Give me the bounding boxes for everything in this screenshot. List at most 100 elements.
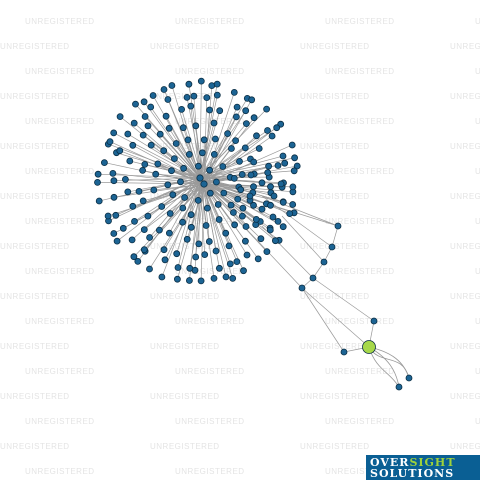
entity-node[interactable] [216,107,224,115]
entity-node[interactable] [227,201,235,209]
entity-node[interactable] [220,189,228,197]
entity-node[interactable] [219,163,227,170]
entity-node[interactable] [139,197,147,205]
entity-node[interactable] [289,201,297,208]
entity-node[interactable] [247,171,255,179]
entity-node[interactable] [198,149,206,157]
entity-node[interactable] [173,250,181,258]
entity-node[interactable] [122,175,129,183]
entity-node[interactable] [241,144,249,152]
entity-node[interactable] [179,204,187,212]
entity-node[interactable] [140,226,148,234]
entity-node[interactable] [202,222,210,229]
entity-node[interactable] [264,169,272,177]
entity-node[interactable] [230,89,238,96]
entity-node[interactable] [274,217,282,225]
entity-node[interactable] [194,162,202,170]
entity-node[interactable] [155,226,163,234]
entity-node[interactable] [187,223,195,231]
entity-node[interactable] [110,129,118,137]
entity-node[interactable] [291,154,299,162]
entity-node[interactable] [152,170,160,178]
entity-node[interactable] [141,113,149,120]
entity-node[interactable] [183,94,191,101]
entity-node[interactable] [185,80,193,88]
entity-node[interactable] [246,192,254,200]
entity-node[interactable] [230,174,238,182]
entity-node[interactable] [190,92,198,100]
entity-node[interactable] [286,210,294,218]
entity-node[interactable] [215,216,223,223]
entity-node[interactable] [149,92,157,99]
entity-node[interactable] [242,120,250,127]
entity-node[interactable] [279,223,287,231]
entity-node[interactable] [227,145,235,152]
entity-node[interactable] [263,248,271,256]
entity-node[interactable] [233,258,241,266]
entity-node[interactable] [119,224,127,232]
entity-node[interactable] [140,246,148,254]
chain-node[interactable] [320,258,328,266]
entity-node[interactable] [250,158,258,166]
chain-node[interactable] [298,284,306,292]
entity-node[interactable] [187,102,195,110]
entity-node[interactable] [250,114,258,122]
entity-node[interactable] [124,188,132,196]
entity-node[interactable] [135,187,143,195]
entity-node[interactable] [241,237,249,245]
entity-node[interactable] [113,237,121,245]
chain-node[interactable] [328,243,336,251]
entity-node[interactable] [158,203,166,210]
entity-node[interactable] [146,265,153,273]
entity-node[interactable] [162,112,170,120]
entity-node[interactable] [206,106,214,114]
entity-node[interactable] [124,130,132,138]
entity-node[interactable] [277,180,285,188]
entity-node[interactable] [179,218,187,226]
entity-node[interactable] [264,127,271,134]
entity-node[interactable] [130,119,138,127]
entity-node[interactable] [101,159,108,167]
entity-node[interactable] [231,221,239,229]
entity-node[interactable] [161,256,169,264]
entity-node[interactable] [222,229,230,237]
entity-node[interactable] [116,113,124,120]
entity-node[interactable] [266,226,274,234]
entity-node[interactable] [165,229,173,237]
entity-node[interactable] [211,135,219,143]
entity-node[interactable] [210,150,218,158]
entity-node[interactable] [234,195,242,203]
entity-node[interactable] [154,160,162,168]
entity-node[interactable] [250,183,257,191]
entity-node[interactable] [166,210,174,217]
entity-node[interactable] [109,169,117,177]
entity-node[interactable] [267,183,274,191]
entity-node[interactable] [239,204,247,212]
entity-node[interactable] [146,234,154,241]
entity-node[interactable] [158,273,166,281]
entity-node[interactable] [225,242,233,250]
entity-node[interactable] [130,253,138,261]
entity-node[interactable] [265,162,273,170]
entity-node[interactable] [186,264,194,272]
entity-node[interactable] [141,160,149,168]
entity-node[interactable] [140,98,148,106]
entity-node[interactable] [126,157,134,165]
entity-node[interactable] [112,211,120,219]
entity-node[interactable] [293,162,301,170]
entity-node[interactable] [238,171,246,178]
entity-node[interactable] [288,141,296,149]
entity-node[interactable] [213,80,221,88]
entity-node[interactable] [192,122,200,130]
entity-node[interactable] [187,211,195,219]
entity-node[interactable] [240,267,247,275]
entity-node[interactable] [183,235,191,243]
entity-node[interactable] [229,274,237,282]
entity-node[interactable] [131,217,138,225]
hub-node[interactable] [196,174,204,182]
chain-node[interactable] [309,274,317,282]
entity-node[interactable] [169,191,177,199]
entity-node[interactable] [173,275,181,283]
chain-node[interactable] [334,222,342,230]
entity-node[interactable] [257,235,265,243]
